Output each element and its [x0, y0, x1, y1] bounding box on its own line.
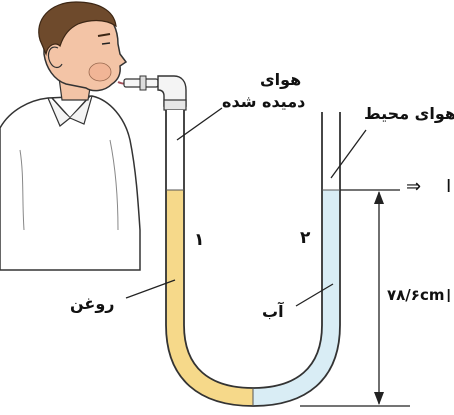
person-blowing-icon	[0, 1, 141, 271]
height-measure-label: ۷۸/۶cm	[386, 286, 446, 304]
oil-label: روغن	[70, 294, 115, 313]
right-arrow-icon: ⇒	[406, 176, 422, 197]
bend-oil	[166, 325, 253, 406]
right-column-water	[322, 190, 340, 325]
column-2-label: ۲	[300, 228, 311, 248]
column-1-label: ۱	[194, 230, 205, 250]
edge-glyph-top: I	[446, 176, 452, 197]
blown-air-label-line1: هوای	[260, 70, 302, 89]
leader-lines	[125, 107, 367, 307]
water-label: آب	[262, 302, 284, 321]
left-column-oil	[166, 190, 184, 325]
height-dimension	[300, 189, 410, 407]
u-tube	[165, 110, 341, 407]
blown-air-label-line2: دمیده شده	[222, 92, 306, 111]
edge-glyph-mid: I	[446, 286, 452, 307]
ambient-air-label: هوای محیط	[364, 104, 454, 123]
mouthpiece-icon	[123, 75, 187, 111]
left-column-air	[166, 110, 184, 190]
bend-water	[253, 325, 340, 406]
